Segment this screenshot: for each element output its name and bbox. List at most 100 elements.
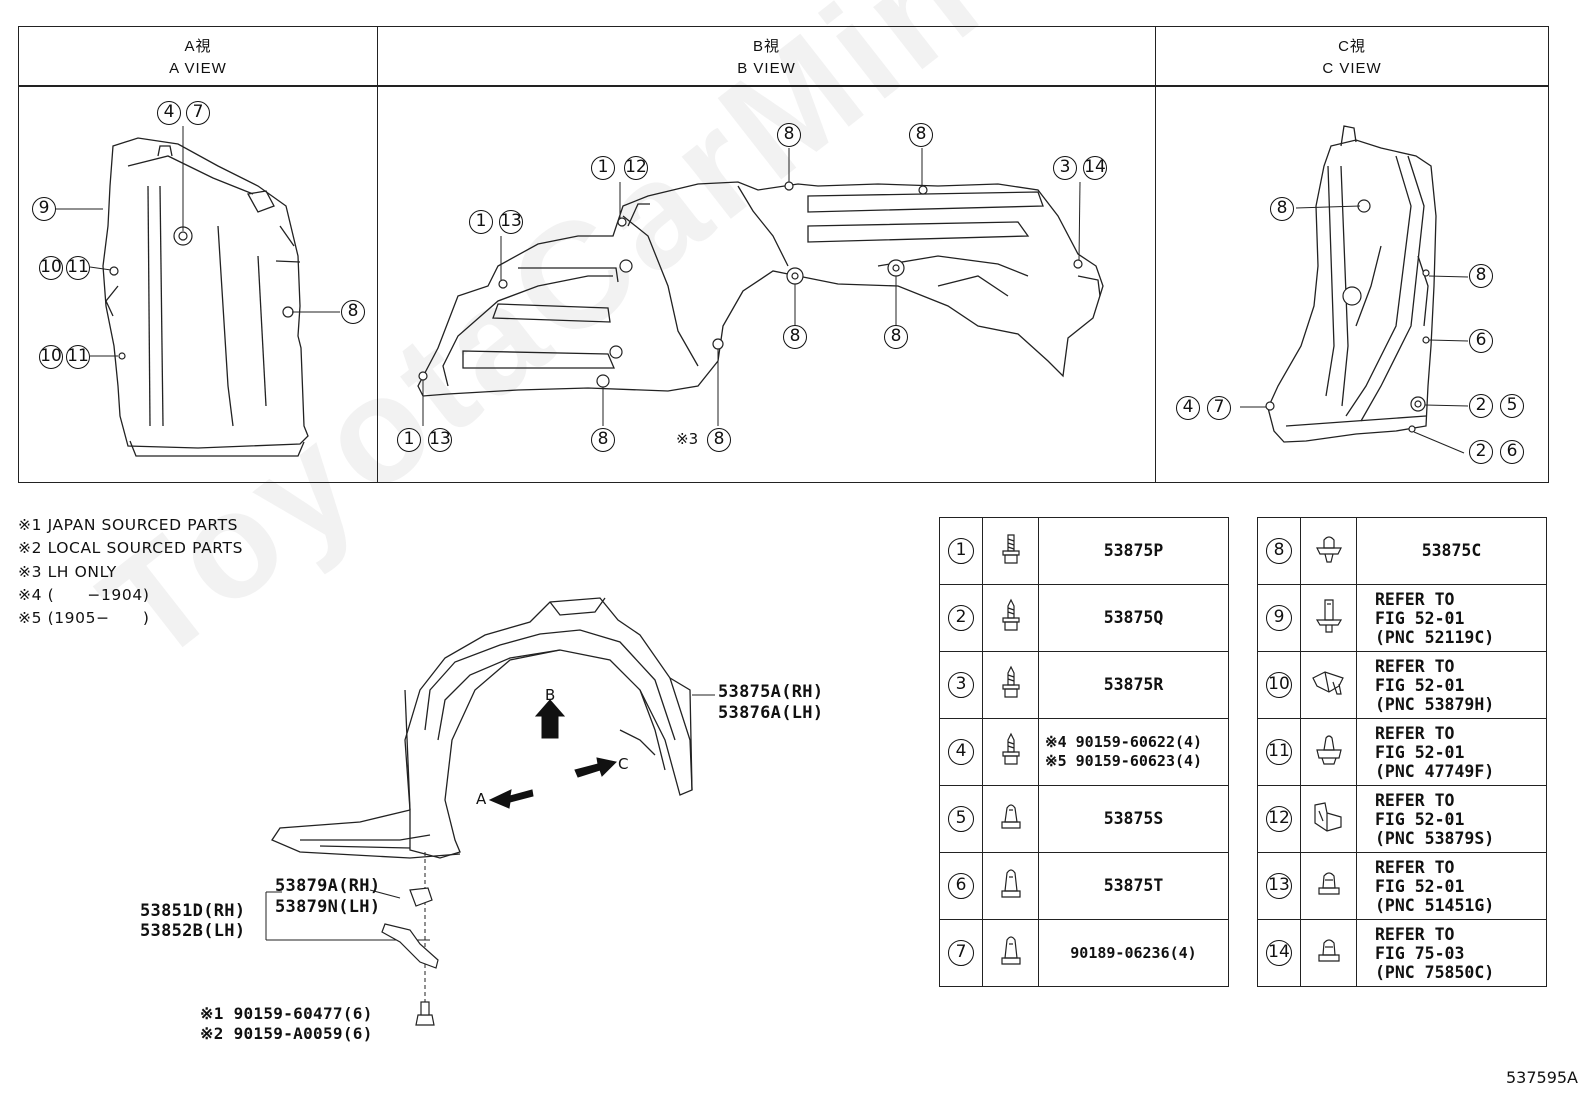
b-callout-8e: 8 <box>591 428 615 452</box>
legend-part-no: 53875P <box>1103 541 1164 560</box>
legend-table-left: 1 53875P 2 53875Q 3 53875R 4 ※4 90159-60… <box>939 517 1229 987</box>
legend-part-no: 53875C <box>1421 541 1482 560</box>
c-callout-8b: 8 <box>1469 264 1493 288</box>
a-liner-outline <box>102 137 309 449</box>
b-callout-8b: 8 <box>909 123 933 147</box>
b-callout-8f: 8 <box>707 428 731 452</box>
b-view-header: B視 B VIEW <box>377 36 1156 80</box>
c-callout-2a: 2 <box>1469 394 1493 418</box>
legend-refer-line1: REFER TO <box>1375 790 1455 810</box>
note-4: ※4 ( −1904) <box>18 586 150 604</box>
a-view-title-en: A VIEW <box>169 60 227 77</box>
legend-number: 7 <box>948 940 974 966</box>
legend-refer-line2: FIG 75-03 <box>1375 943 1465 963</box>
c-view-panel <box>1155 26 1549 483</box>
c-view-title-en: C VIEW <box>1322 60 1382 77</box>
label-bracket-lh: 53852B(LH) <box>140 921 246 941</box>
push-nut-icon <box>1000 803 1021 829</box>
legend-refer-line1: REFER TO <box>1375 589 1455 609</box>
note-5: ※5 (1905− ) <box>18 609 150 627</box>
arrow-a <box>488 789 534 809</box>
b-view-drawing <box>417 148 1104 426</box>
legend-refer-line2: FIG 52-01 <box>1375 876 1465 896</box>
b-liner-outline <box>417 181 1104 397</box>
b-callout-8c: 8 <box>783 325 807 349</box>
c-callout-5: 5 <box>1500 394 1524 418</box>
legend-refer-line2: FIG 52-01 <box>1375 809 1465 829</box>
c-callout-8a: 8 <box>1270 197 1294 221</box>
legend-number: 9 <box>1266 605 1292 631</box>
a-callout-10b: 10 <box>39 345 63 369</box>
a-callout-4: 4 <box>157 101 181 125</box>
legend-number: 10 <box>1266 672 1292 698</box>
legend-row: 6 53875T <box>939 852 1229 920</box>
legend-refer-line2: FIG 52-01 <box>1375 742 1465 762</box>
legend-refer-line3: (PNC 75850C) <box>1375 962 1495 982</box>
legend-number: 3 <box>948 672 974 698</box>
note-1: ※1 JAPAN SOURCED PARTS <box>18 516 239 534</box>
a-view-header: A視 A VIEW <box>18 36 378 80</box>
legend-refer-line1: REFER TO <box>1375 924 1455 944</box>
legend-part-no: 53875S <box>1103 809 1164 828</box>
legend-row: 3 53875R <box>939 651 1229 719</box>
clip-nut <box>409 887 433 907</box>
label-bracket-rh: 53851D(RH) <box>140 901 246 921</box>
push-rivet-icon <box>1315 598 1342 633</box>
legend-number: 6 <box>948 873 974 899</box>
push-nut-icon <box>1000 868 1021 898</box>
label-clip-rh: 53879A(RH) <box>275 876 381 896</box>
b-view-title-jp: B視 <box>752 38 780 55</box>
c-view-title-jp: C視 <box>1338 38 1366 55</box>
legend-refer-line2: FIG 52-01 <box>1375 675 1465 695</box>
c-callout-6b: 6 <box>1500 440 1524 464</box>
arrow-a-label: A <box>476 790 487 808</box>
legend-row: 7 90189-06236(4) <box>939 919 1229 987</box>
label-liner-lh: 53876A(LH) <box>718 703 824 723</box>
arrow-c-label: C <box>618 755 629 773</box>
arrow-c <box>574 757 618 778</box>
a-callout-9: 9 <box>32 197 56 221</box>
legend-refer-line3: (PNC 47749F) <box>1375 761 1495 781</box>
c-callout-7: 7 <box>1207 396 1231 420</box>
legend-number: 12 <box>1266 806 1292 832</box>
legend-number: 5 <box>948 806 974 832</box>
legend-number: 1 <box>948 538 974 564</box>
retainer-clip-icon <box>1313 801 1342 832</box>
bolt <box>415 1014 435 1026</box>
legend-refer-line3: (PNC 53879H) <box>1375 694 1495 714</box>
note-3: ※3 LH ONLY <box>18 563 117 581</box>
a-view-title-jp: A視 <box>184 38 212 55</box>
arrow-b-label: B <box>545 686 556 704</box>
legend-part-no: 90189-06236(4) <box>1070 943 1197 962</box>
label-bolt-2: ※2 90159-A0059(6) <box>200 1024 373 1043</box>
legend-number: 2 <box>948 605 974 631</box>
fender-liner <box>404 597 693 859</box>
legend-refer-line1: REFER TO <box>1375 656 1455 676</box>
legend-row: 1 53875P <box>939 517 1229 585</box>
legend-part-no-japan: ※4 90159-60622(4) <box>1045 733 1203 751</box>
label-clip-lh: 53879N(LH) <box>275 897 381 917</box>
c-view-drawing <box>1240 125 1469 454</box>
legend-refer-line3: (PNC 51451G) <box>1375 895 1495 915</box>
legend-part-no: 53875T <box>1103 876 1164 895</box>
screw-bolt-icon <box>1001 732 1020 765</box>
b-callout-1b: 1 <box>591 156 615 180</box>
retainer-clip-icon <box>1311 670 1344 695</box>
legend-refer-line1: REFER TO <box>1375 723 1455 743</box>
b-callout-14: 14 <box>1083 156 1107 180</box>
c-callout-2b: 2 <box>1469 440 1493 464</box>
header-divider <box>18 85 1549 87</box>
b-lh-only-mark: ※3 <box>676 430 699 448</box>
legend-number: 14 <box>1266 940 1292 966</box>
legend-part-no: 53875R <box>1103 675 1164 694</box>
screw-bolt-icon <box>1001 665 1020 698</box>
screw-bolt-icon <box>1001 598 1020 631</box>
a-callout-8: 8 <box>341 300 365 324</box>
b-callout-13b: 13 <box>428 428 452 452</box>
b-callout-13a: 13 <box>499 210 523 234</box>
push-nut-icon <box>1000 935 1021 965</box>
main-exploded-drawing <box>265 597 715 1026</box>
